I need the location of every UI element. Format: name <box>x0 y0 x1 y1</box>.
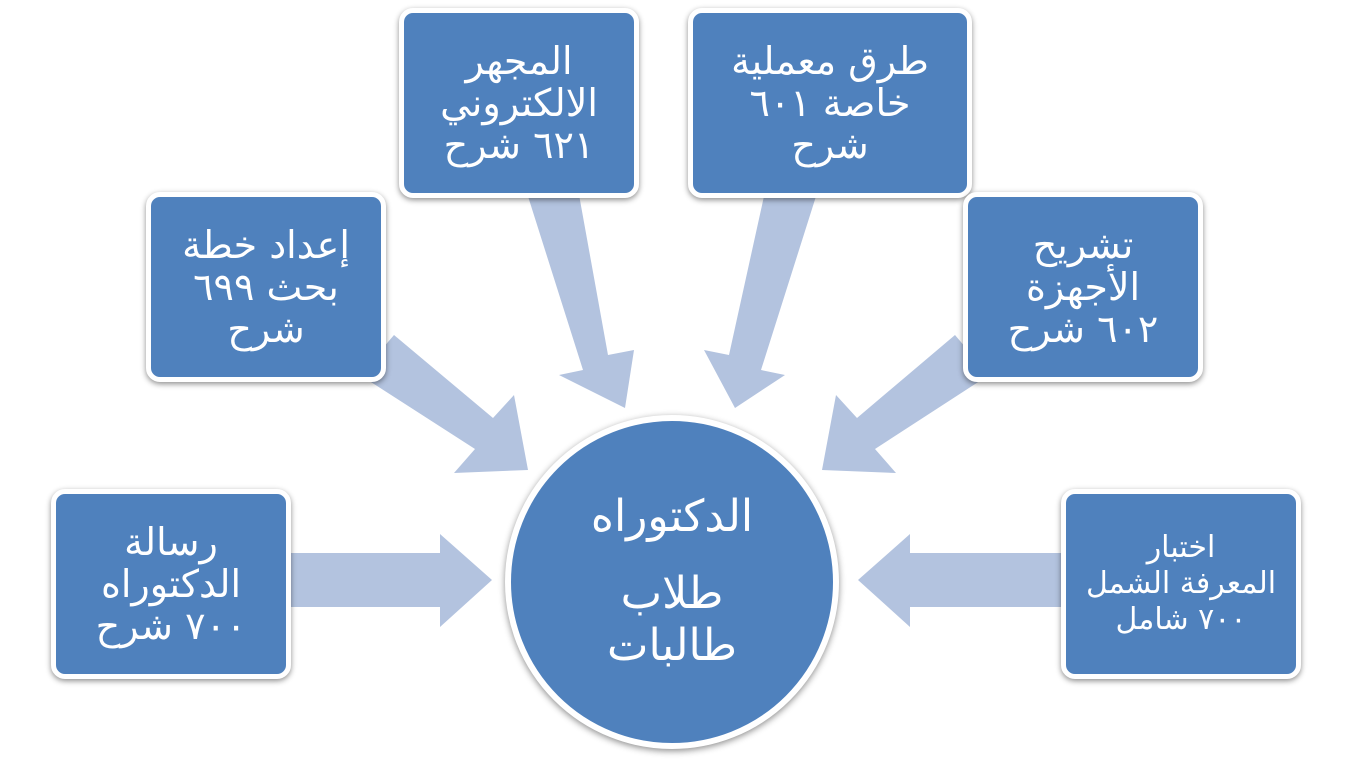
arrow-comprehensive-exam <box>858 534 1062 627</box>
center-title: الدكتوراه <box>590 491 754 542</box>
arrow-research-plan <box>360 335 528 473</box>
arrow-electron-microscope <box>526 178 634 408</box>
node-thesis-line-1: رسالة <box>124 520 218 564</box>
center-line-students-female: طالبات <box>607 620 737 671</box>
node-research-plan-line-1: إعداد خطة <box>182 223 350 267</box>
node-comprehensive-exam-line-1: اختبار <box>1146 530 1216 565</box>
node-systems-anatomy: تشريح الأجهزة ٦٠٢ شرح <box>963 192 1203 382</box>
node-thesis-line-3: ٧٠٠ شرح <box>95 604 247 648</box>
arrow-systems-anatomy <box>822 335 989 473</box>
node-systems-anatomy-line-3: ٦٠٢ شرح <box>1007 307 1159 351</box>
node-research-plan-line-3: شرح <box>227 307 305 351</box>
node-thesis-line-2: الدكتوراه <box>100 562 242 606</box>
node-research-plan-line-2: بحث ٦٩٩ <box>193 265 339 309</box>
arrow-lab-methods <box>704 178 818 408</box>
arrow-thesis <box>288 534 492 627</box>
node-comprehensive-exam: اختبار المعرفة الشمل ٧٠٠ شامل <box>1061 489 1301 679</box>
node-systems-anatomy-line-1: تشريح <box>1032 223 1134 267</box>
node-lab-methods: طرق معملية خاصة ٦٠١ شرح <box>688 8 972 198</box>
center-circle: الدكتوراه طلاب طالبات <box>505 415 839 749</box>
node-electron-microscope-line-3: ٦٢١ شرح <box>443 123 595 167</box>
node-electron-microscope-line-1: المجهر <box>465 39 573 83</box>
node-electron-microscope-line-2: الالكتروني <box>440 81 598 125</box>
center-line-students-male: طلاب <box>620 568 724 619</box>
node-thesis: رسالة الدكتوراه ٧٠٠ شرح <box>51 489 291 679</box>
node-lab-methods-line-3: شرح <box>791 123 869 167</box>
node-research-plan: إعداد خطة بحث ٦٩٩ شرح <box>146 192 386 382</box>
node-lab-methods-line-1: طرق معملية <box>731 39 929 83</box>
node-comprehensive-exam-line-3: ٧٠٠ شامل <box>1115 602 1247 637</box>
node-comprehensive-exam-line-2: المعرفة الشمل <box>1085 566 1277 601</box>
node-systems-anatomy-line-2: الأجهزة <box>1025 265 1141 309</box>
node-lab-methods-line-2: خاصة ٦٠١ <box>749 81 911 125</box>
node-electron-microscope: المجهر الالكتروني ٦٢١ شرح <box>399 8 639 198</box>
